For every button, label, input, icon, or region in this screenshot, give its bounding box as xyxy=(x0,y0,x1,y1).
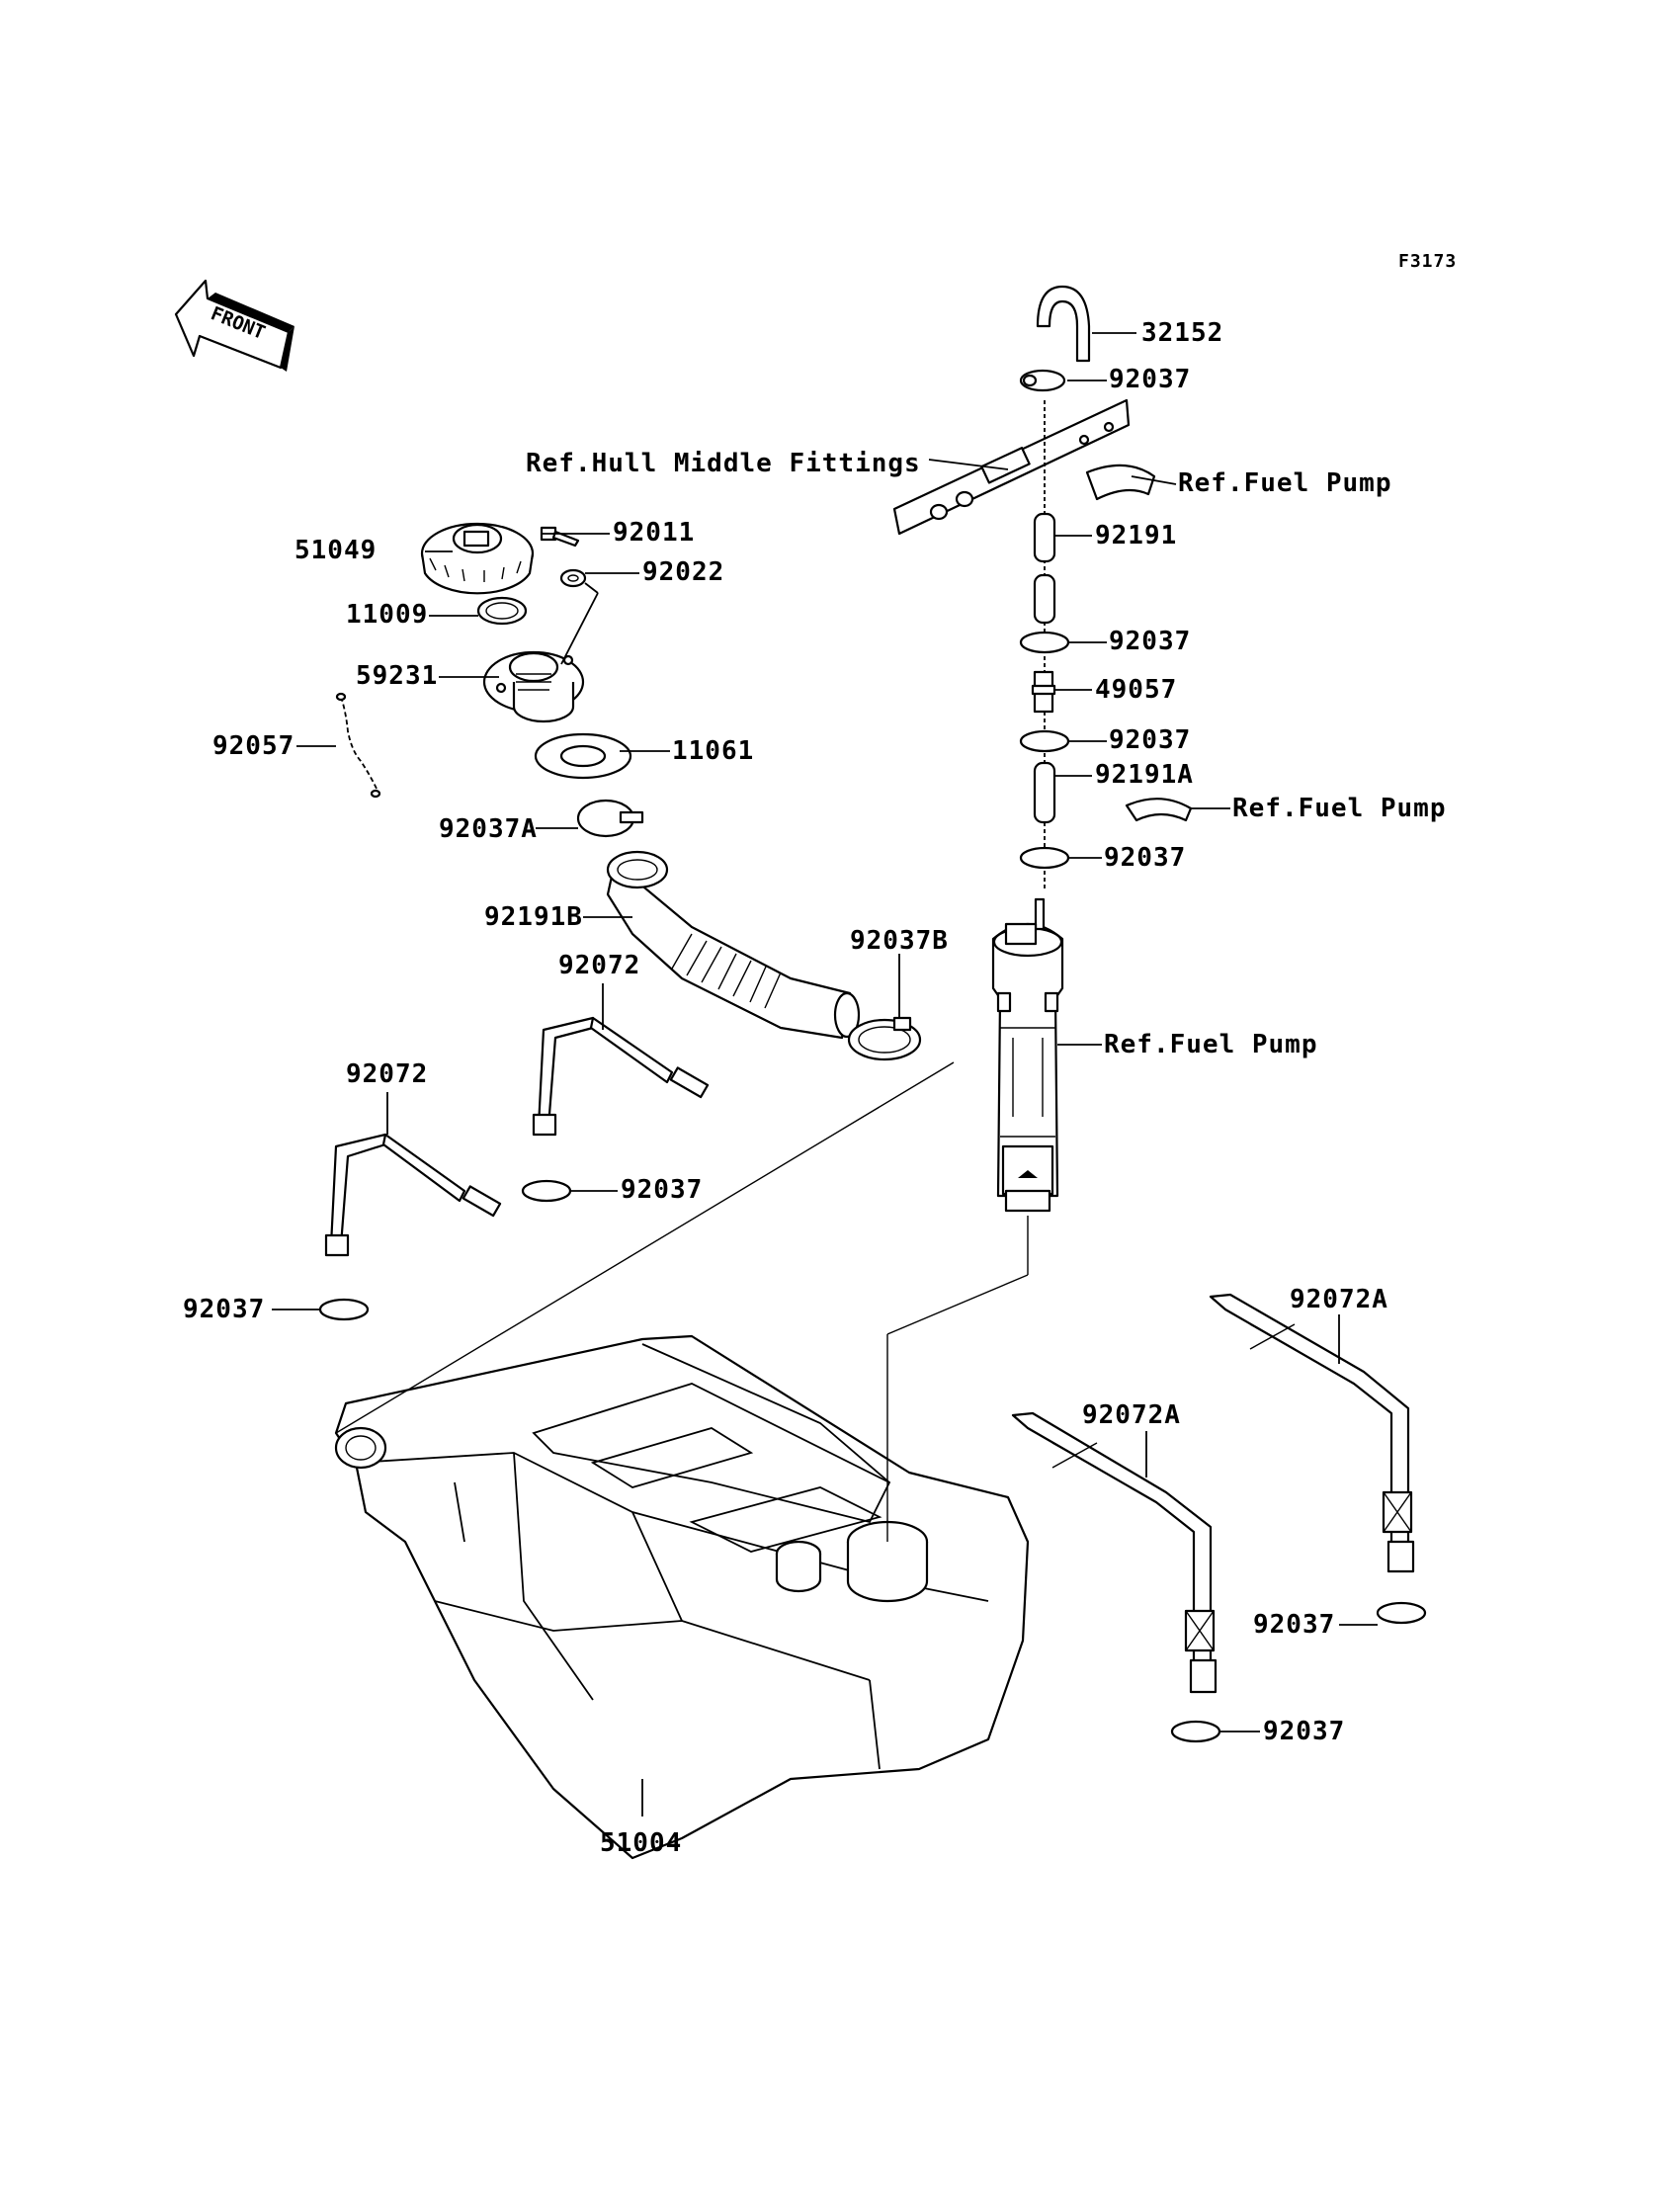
callout-32152: 32152 xyxy=(1141,318,1223,348)
cap-gasket xyxy=(476,596,528,626)
callout-92037-7: 92037 xyxy=(1253,1610,1335,1640)
callout-92072-lower: 92072 xyxy=(346,1059,428,1089)
callout-92037A: 92037A xyxy=(439,814,538,844)
fuel-pump-assembly xyxy=(991,897,1064,1213)
callout-92037-top: 92037 xyxy=(1109,365,1191,394)
callout-59231: 59231 xyxy=(356,661,438,691)
callout-92037B: 92037B xyxy=(850,926,949,956)
leader-lines xyxy=(272,332,1378,1817)
callout-92191B: 92191B xyxy=(484,902,583,932)
callout-ref-hull-middle-fittings: Ref.Hull Middle Fittings xyxy=(526,449,921,478)
callout-92057: 92057 xyxy=(212,731,294,761)
strap-clip-left-2 xyxy=(318,1298,370,1321)
tank-strap-92072-lower xyxy=(324,1133,502,1257)
callout-92037-3: 92037 xyxy=(1109,725,1191,755)
callout-92037-8: 92037 xyxy=(1263,1717,1345,1746)
callout-92072-upper: 92072 xyxy=(558,951,640,980)
callout-92072A-upper: 92072A xyxy=(1290,1285,1388,1314)
tether-cord xyxy=(335,692,381,799)
clip-3 xyxy=(1019,729,1070,753)
pump-clip-ref-2 xyxy=(1125,798,1193,822)
tank-strap-92072-upper xyxy=(532,1016,710,1137)
clip-4 xyxy=(1019,846,1070,870)
breather-hose xyxy=(1036,285,1091,363)
pump-clip-ref-1 xyxy=(1085,464,1156,501)
callout-ref-fuel-pump-3: Ref.Fuel Pump xyxy=(1104,1030,1318,1059)
figure-id: F3173 xyxy=(1398,251,1457,272)
fuel-filler-cap xyxy=(420,522,535,595)
callout-11009: 11009 xyxy=(346,600,428,630)
tank-strap-92072A-upper xyxy=(1209,1293,1415,1573)
hull-fitting-bracket xyxy=(892,398,1131,536)
callout-92191: 92191 xyxy=(1095,521,1177,550)
callout-11061: 11061 xyxy=(672,736,754,766)
strap-clip-left-1 xyxy=(521,1179,572,1203)
callout-92011: 92011 xyxy=(613,518,695,548)
fuel-hose-92191A xyxy=(1033,761,1056,824)
callout-92037-5: 92037 xyxy=(621,1175,703,1205)
filler-hose xyxy=(606,850,861,1040)
filler-neck xyxy=(482,650,585,723)
fuel-hose-92191 xyxy=(1033,512,1056,625)
tank-strap-92072A-lower xyxy=(1011,1411,1218,1694)
callout-92037-2: 92037 xyxy=(1109,627,1191,656)
hose-clamp-92037B xyxy=(847,1016,922,1061)
callout-49057: 49057 xyxy=(1095,675,1177,705)
fuel-tank xyxy=(334,1334,1030,1860)
filler-gasket-plate xyxy=(534,732,632,780)
callout-92072A-lower: 92072A xyxy=(1082,1400,1181,1430)
clip-top xyxy=(1019,369,1066,392)
callout-92191A: 92191A xyxy=(1095,760,1194,790)
callout-ref-fuel-pump-1: Ref.Fuel Pump xyxy=(1178,468,1392,498)
joint-49057 xyxy=(1031,670,1056,714)
callout-92037-6: 92037 xyxy=(183,1295,265,1324)
callout-51049: 51049 xyxy=(294,536,377,565)
hose-clamp-92037A xyxy=(576,799,644,838)
bolt xyxy=(540,526,580,548)
callout-ref-fuel-pump-2: Ref.Fuel Pump xyxy=(1232,794,1447,823)
callout-92022: 92022 xyxy=(642,557,724,587)
strap-clip-right-2 xyxy=(1170,1720,1221,1743)
callout-51004: 51004 xyxy=(600,1828,682,1858)
clip-2 xyxy=(1019,631,1070,654)
washer xyxy=(559,568,587,588)
callout-92037-4: 92037 xyxy=(1104,843,1186,873)
front-arrow-icon: FRONT xyxy=(174,279,294,372)
strap-clip-right-1 xyxy=(1376,1601,1427,1625)
